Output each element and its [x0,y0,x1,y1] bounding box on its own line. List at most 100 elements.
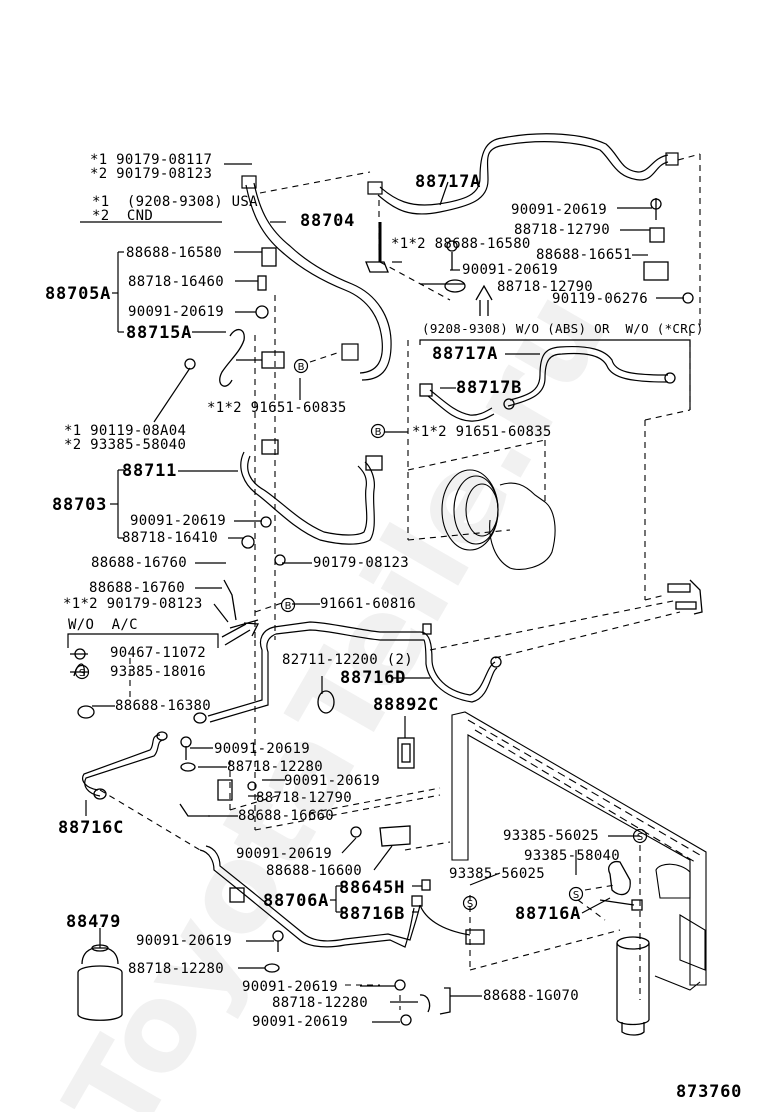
svg-text:S: S [637,832,643,843]
label-90091-20619-f: 90091-20619 [284,773,381,789]
label-93385-58040-a: *2 93385-58040 [64,437,187,453]
compressor-bolts [667,579,703,615]
stud-88688-16580 [365,222,466,293]
label-88892C: 88892C [373,695,440,715]
hose-88704 [241,175,392,381]
symbol-B-a: B [293,358,309,378]
label-88688-1G070: 88688-1G070 [483,988,580,1004]
label-88479: 88479 [66,912,122,932]
wo-ac-note: W/O A/C [68,617,138,633]
label-90179-08123: *2 90179-08123 [90,166,213,182]
legend-note-1: *1 (9208-9308) USA [92,194,258,210]
label-88688-16651: 88688-16651 [536,247,633,263]
label-88706A: 88706A [263,891,330,911]
svg-text:B: B [375,427,382,438]
label-88688-16760-b: 88688-16760 [89,580,186,596]
part-88479-drier [77,944,123,1021]
label-88688-16580: 88688-16580 [126,245,223,261]
label-88716A: 88716A [515,904,582,924]
variant-box [419,339,691,410]
label-93385-58040-b: 93385-58040 [524,848,621,864]
label-91661-60816: 91661-60816 [320,596,417,612]
label-88716C: 88716C [58,818,125,838]
hose-88717A [367,133,679,215]
label-88718-12280-b: 88718-12280 [128,961,225,977]
svg-text:S: S [467,899,473,910]
label-88703: 88703 [52,495,108,515]
hose-88717A-variant [419,345,676,422]
label-88717B: 88717B [456,378,523,398]
label-88688-16660: 88688-16660 [238,808,335,824]
label-82711-12200: 82711-12200 (2) [282,652,413,668]
svg-text:B: B [298,362,305,373]
label-90119-08A04: *1 90119-08A04 [64,423,187,439]
svg-text:S: S [573,890,579,901]
leader-lines [70,163,684,1023]
label-88716B: 88716B [339,904,406,924]
label-88718-12790-d: 88718-12790 [256,790,353,806]
pipe-88716D [193,621,502,724]
pipe-88716C [82,731,168,800]
arrow-wo-ac [221,622,260,646]
symbol-S-b: S [632,828,648,848]
wo-ac-bracket [67,633,219,648]
reference-number: 873760 [676,1082,743,1102]
symbol-S-c: S [568,886,584,906]
compressor [441,469,556,570]
part-88892C-inner [401,743,411,763]
svg-text:S: S [79,668,85,679]
label-93385-56025-a: 93385-56025 [503,828,600,844]
label-90179-08123-c: *1*2 90179-08123 [63,596,203,612]
label-88718-12790: 88718-12790 [514,222,611,238]
label-88716D: 88716D [340,668,407,688]
hose-88711 [223,439,383,621]
label-88645H: 88645H [339,878,406,898]
label-93385-18016: 93385-18016 [110,664,207,680]
condenser [451,711,707,991]
label-90179-08123-b: 90179-08123 [313,555,410,571]
label-88718-12790-c: 88718-12790 [497,279,594,295]
label-90179-08117: *1 90179-08117 [90,152,213,168]
label-88688-16760-a: 88688-16760 [91,555,188,571]
label-88688-16600: 88688-16600 [266,863,363,879]
label-88688-16380: 88688-16380 [115,698,212,714]
part-88892C [397,737,415,769]
label-88688-16580-b: *1*2 88688-16580 [391,236,531,252]
variant-note: (9208-9308) W/O (ABS) OR W/O (*CRC) [422,321,704,336]
part-88716A [599,860,643,911]
label-88711: 88711 [122,461,178,481]
symbol-S-d: S [462,895,478,915]
label-88705A: 88705A [45,284,112,304]
label-90091-20619-j: 90091-20619 [252,1014,349,1030]
label-91651-60835-b: *1*2 91651-60835 [412,424,552,440]
label-90091-20619-g: 90091-20619 [236,846,333,862]
label-88715A: 88715A [126,323,193,343]
receiver-dryer [616,936,650,1036]
label-90091-20619-h: 90091-20619 [136,933,233,949]
label-88718-12280-c: 88718-12280 [272,995,369,1011]
part-88715A [184,247,285,387]
svg-text:B: B [285,601,292,612]
legend-note-2: *2 CND [92,208,154,224]
label-90091-20619-e: 90091-20619 [214,741,311,757]
label-90091-20619-a: 90091-20619 [128,304,225,320]
symbol-B-c: B [280,597,296,617]
label-90091-20619-c: 90091-20619 [462,262,559,278]
label-88704: 88704 [300,211,356,231]
label-88718-16410: 88718-16410 [122,530,219,546]
label-88718-12280-a: 88718-12280 [227,759,324,775]
arrow-up-variant [475,284,493,316]
symbol-S-a: S [74,664,90,684]
label-88717A: 88717A [415,172,482,192]
label-90091-20619-i: 90091-20619 [242,979,339,995]
label-90467-11072: 90467-11072 [110,645,207,661]
label-91651-60835-a: *1*2 91651-60835 [207,400,347,416]
label-88717A-variant: 88717A [432,344,499,364]
label-90091-20619-d: 90091-20619 [130,513,227,529]
symbol-B-b: B [370,423,386,443]
label-90119-06276: 90119-06276 [552,291,649,307]
pipe-88706A [199,845,485,948]
label-90091-20619: 90091-20619 [511,202,608,218]
